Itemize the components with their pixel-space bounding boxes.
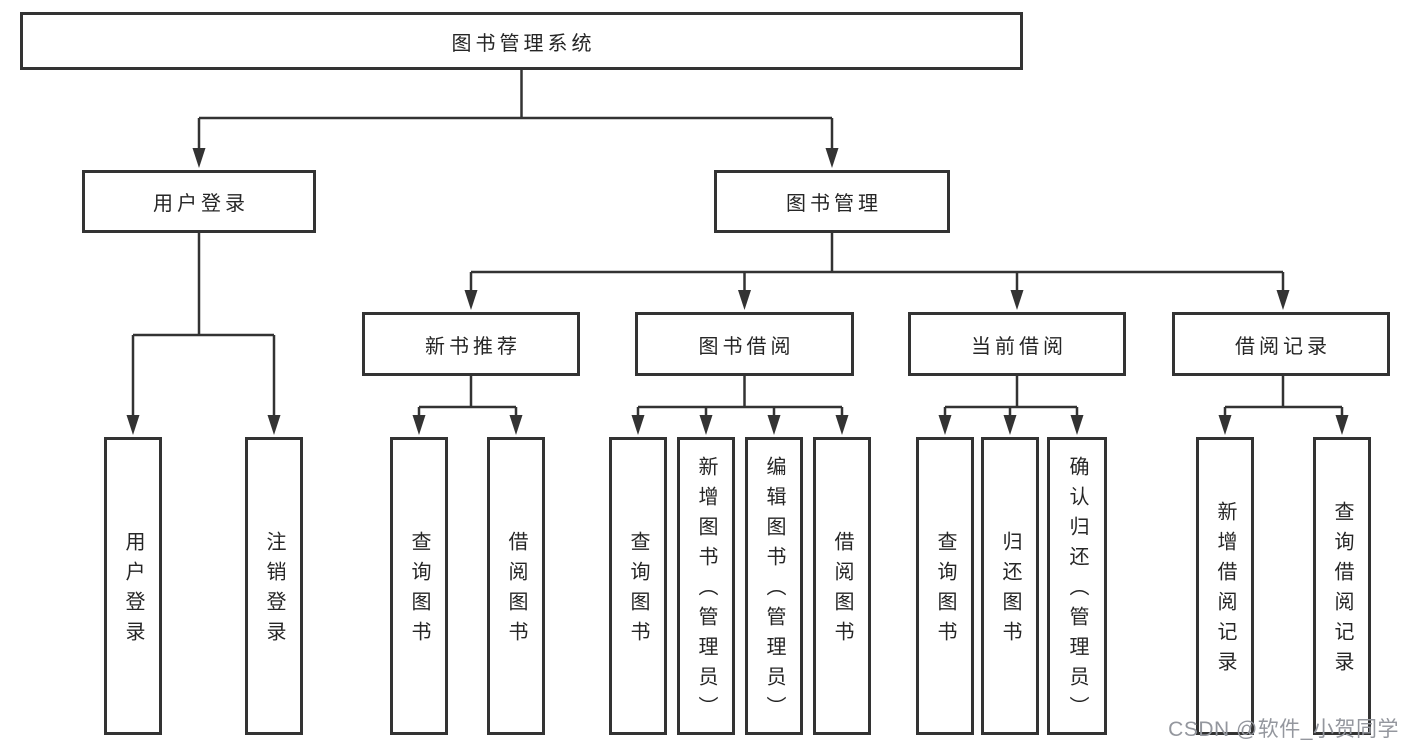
leaf-return-books-label: 归还图书 bbox=[999, 531, 1021, 651]
leaf-recommend-query-books: 查询图书 bbox=[390, 437, 448, 735]
node-user-login-label: 用户登录 bbox=[153, 193, 249, 215]
arrowhead-icon bbox=[631, 415, 645, 435]
leaf-borrow-books-label: 借阅图书 bbox=[831, 531, 853, 651]
node-borrow-records-label: 借阅记录 bbox=[1235, 335, 1331, 358]
node-borrow-records: 借阅记录 bbox=[1172, 312, 1390, 376]
node-user-login: 用户登录 bbox=[82, 170, 316, 233]
leaf-recommend-borrow-books: 借阅图书 bbox=[487, 437, 545, 735]
leaf-borrow-query-books-label: 查询图书 bbox=[627, 531, 649, 651]
arrowhead-icon bbox=[825, 148, 839, 168]
leaf-recommend-borrow-books-label: 借阅图书 bbox=[505, 531, 527, 651]
node-current-borrow: 当前借阅 bbox=[908, 312, 1126, 376]
edge-borrow-records-to-leaves bbox=[1218, 376, 1349, 435]
leaf-query-borrow-record-label: 查询借阅记录 bbox=[1331, 501, 1353, 681]
leaf-add-books-admin: 新增图书（管理员） bbox=[677, 437, 735, 735]
csdn-watermark: CSDN @软件_小贺同学 bbox=[1168, 718, 1399, 741]
leaf-confirm-return-admin-label: 确认归还（管理员） bbox=[1066, 456, 1088, 726]
arrowhead-icon bbox=[1070, 415, 1084, 435]
node-book-borrow: 图书借阅 bbox=[635, 312, 854, 376]
arrowhead-icon bbox=[1335, 415, 1349, 435]
leaf-add-borrow-record: 新增借阅记录 bbox=[1196, 437, 1254, 735]
leaf-current-query-books: 查询图书 bbox=[916, 437, 974, 735]
node-book-management: 图书管理 bbox=[714, 170, 950, 233]
node-book-management-label: 图书管理 bbox=[786, 193, 882, 215]
arrowhead-icon bbox=[938, 415, 952, 435]
leaf-user-login: 用户登录 bbox=[104, 437, 162, 735]
arrowhead-icon bbox=[412, 415, 426, 435]
leaf-query-borrow-record: 查询借阅记录 bbox=[1313, 437, 1371, 735]
leaf-return-books: 归还图书 bbox=[981, 437, 1039, 735]
arrowhead-icon bbox=[126, 415, 140, 435]
node-library-management-system: 图书管理系统 bbox=[20, 12, 1023, 70]
arrowhead-icon bbox=[1218, 415, 1232, 435]
leaf-user-login-label: 用户登录 bbox=[122, 531, 144, 651]
edge-new-book-recommend-to-leaves bbox=[412, 376, 523, 435]
edge-user-login-to-leaves bbox=[126, 233, 281, 435]
arrowhead-icon bbox=[1276, 290, 1290, 310]
edge-root-to-level2 bbox=[192, 70, 839, 168]
arrowhead-icon bbox=[767, 415, 781, 435]
node-new-book-recommend-label: 新书推荐 bbox=[425, 335, 521, 358]
leaf-edit-books-admin: 编辑图书（管理员） bbox=[745, 437, 803, 735]
arrowhead-icon bbox=[1010, 290, 1024, 310]
leaf-current-query-books-label: 查询图书 bbox=[934, 531, 956, 651]
arrowhead-icon bbox=[464, 290, 478, 310]
node-new-book-recommend: 新书推荐 bbox=[362, 312, 580, 376]
node-current-borrow-label: 当前借阅 bbox=[971, 335, 1067, 358]
leaf-add-borrow-record-label: 新增借阅记录 bbox=[1214, 501, 1236, 681]
arrowhead-icon bbox=[835, 415, 849, 435]
leaf-edit-books-admin-label: 编辑图书（管理员） bbox=[763, 456, 785, 726]
edge-book-management-to-level3 bbox=[464, 233, 1290, 310]
edge-current-borrow-to-leaves bbox=[938, 376, 1084, 435]
leaf-logout-label: 注销登录 bbox=[263, 531, 285, 651]
leaf-confirm-return-admin: 确认归还（管理员） bbox=[1047, 437, 1107, 735]
arrowhead-icon bbox=[738, 290, 751, 310]
arrowhead-icon bbox=[509, 415, 523, 435]
leaf-borrow-books: 借阅图书 bbox=[813, 437, 871, 735]
edge-book-borrow-to-leaves bbox=[631, 376, 849, 435]
leaf-borrow-query-books: 查询图书 bbox=[609, 437, 667, 735]
node-library-management-system-label: 图书管理系统 bbox=[451, 32, 596, 55]
arrowhead-icon bbox=[192, 148, 206, 168]
leaf-recommend-query-books-label: 查询图书 bbox=[408, 531, 430, 651]
node-book-borrow-label: 图书借阅 bbox=[698, 335, 795, 358]
leaf-logout: 注销登录 bbox=[245, 437, 303, 735]
arrowhead-icon bbox=[1003, 415, 1017, 435]
arrowhead-icon bbox=[267, 415, 281, 435]
arrowhead-icon bbox=[699, 415, 713, 435]
leaf-add-books-admin-label: 新增图书（管理员） bbox=[695, 456, 717, 726]
